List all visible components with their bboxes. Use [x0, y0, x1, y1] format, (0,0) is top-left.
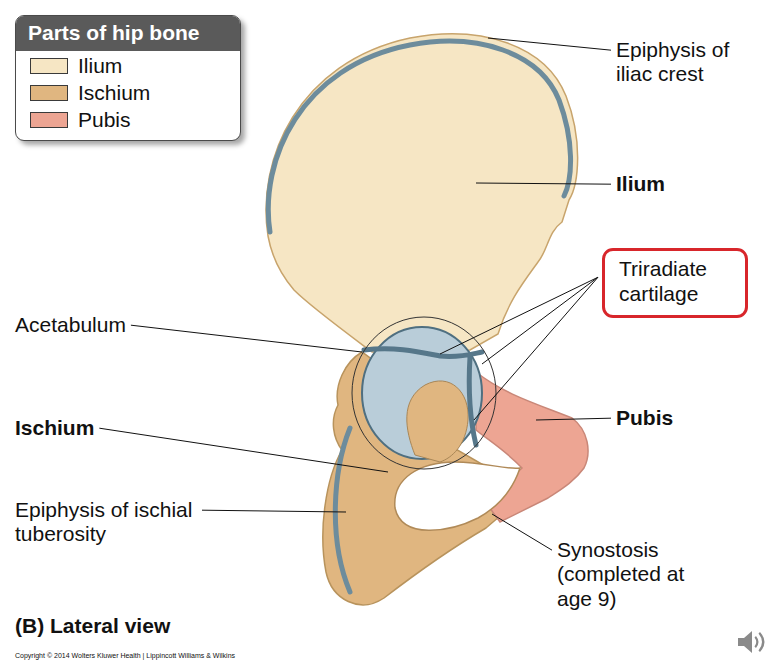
legend-entry: Pubis	[16, 105, 240, 132]
leader-line	[536, 418, 611, 420]
copyright-note: Copyright © 2014 Wolters Kluwer Health |…	[15, 652, 235, 660]
legend-entry: Ischium	[16, 78, 240, 105]
triradiate-cartilage-band	[364, 349, 482, 445]
leader-line	[488, 38, 611, 50]
acetabulum-ring	[352, 317, 496, 469]
leader-line	[474, 277, 598, 420]
acetabular-fossa	[407, 381, 468, 462]
leader-line	[482, 277, 598, 364]
part-label: Pubis	[616, 406, 673, 430]
part-label: Ischium	[15, 416, 94, 440]
speaker-icon	[738, 631, 765, 653]
callout-box: Triradiate cartilage	[602, 248, 748, 318]
part-label: Epiphysis of ischial tuberosity	[15, 498, 197, 547]
leader-line	[131, 325, 362, 352]
legend-label: Pubis	[78, 108, 131, 132]
leader-line	[476, 183, 611, 184]
legend-swatch	[30, 112, 68, 128]
leader-line	[99, 428, 388, 472]
note-label: Synostosis (completed at age 9)	[557, 538, 692, 611]
legend-label: Ischium	[78, 81, 150, 105]
part-label: Epiphysis of iliac crest	[616, 38, 766, 87]
legend-panel: Parts of hip boneIliumIschiumPubis	[15, 15, 241, 141]
leader-line	[492, 514, 552, 550]
legend-swatch	[30, 58, 68, 74]
figure-caption: (B) Lateral view	[15, 614, 170, 638]
ilium-bone	[266, 34, 578, 352]
part-label: Acetabulum	[15, 313, 126, 337]
legend-swatch	[30, 85, 68, 101]
callout-text: Triradiate cartilage	[619, 257, 731, 307]
legend-entry: Ilium	[16, 51, 240, 78]
legend-title: Parts of hip bone	[16, 16, 240, 51]
leader-line	[440, 277, 598, 354]
part-label: Ilium	[616, 172, 665, 196]
leader-line	[202, 510, 346, 512]
ischial-tuberosity-epiphysis	[335, 428, 350, 592]
iliac-crest-epiphysis	[268, 41, 570, 232]
legend-label: Ilium	[78, 54, 122, 78]
